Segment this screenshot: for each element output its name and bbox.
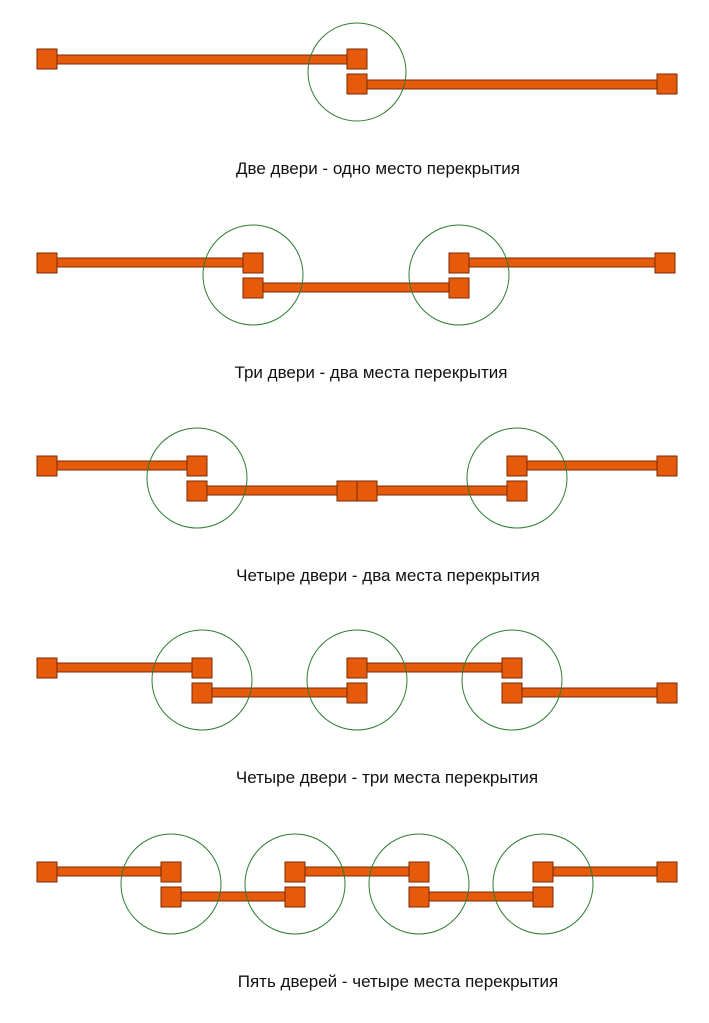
- overlap-circle: [466, 427, 568, 529]
- door-rail: [525, 460, 659, 471]
- door-end-left: [506, 455, 528, 477]
- door-rail: [365, 79, 659, 90]
- door-rail: [55, 460, 189, 471]
- door-end-left: [448, 252, 470, 274]
- door-rail: [210, 687, 349, 698]
- door-rail: [551, 866, 660, 877]
- overlap-circle: [146, 427, 248, 529]
- door-end-left: [186, 480, 208, 502]
- diagram-two-doors: Две двери - одно место перекрытия: [36, 22, 678, 178]
- door-rail: [261, 282, 451, 293]
- door-rail: [55, 866, 164, 877]
- door-end-left: [532, 861, 554, 883]
- door: [36, 252, 264, 274]
- door-rail: [427, 891, 536, 902]
- door: [36, 657, 213, 679]
- overlap-circle: [244, 833, 346, 935]
- door-end-left: [36, 657, 58, 679]
- overlap-circle: [120, 833, 222, 935]
- door-end-left: [191, 682, 213, 704]
- door-rail: [55, 257, 245, 268]
- door-end-right: [186, 455, 208, 477]
- door-end-right: [656, 73, 678, 95]
- door-end-left: [408, 886, 430, 908]
- door-end-right: [242, 252, 264, 274]
- door: [36, 861, 182, 883]
- overlap-circle: [307, 22, 407, 122]
- door-rail: [55, 54, 349, 65]
- door-end-left: [501, 682, 523, 704]
- door-rail: [303, 866, 412, 877]
- door: [501, 682, 678, 704]
- door-end-left: [160, 886, 182, 908]
- diagram-caption: Две двери - одно место перекрытия: [236, 159, 520, 178]
- door-end-right: [501, 657, 523, 679]
- door: [346, 657, 523, 679]
- door-end-right: [654, 252, 676, 274]
- diagram-caption: Четыре двери - два места перекрытия: [236, 566, 540, 585]
- door: [242, 277, 470, 299]
- overlap-circle: [461, 629, 563, 731]
- door-end-left: [36, 252, 58, 274]
- door-end-left: [284, 861, 306, 883]
- door: [506, 455, 678, 477]
- door-end-right: [346, 682, 368, 704]
- diagram-caption: Пять дверей - четыре места перекрытия: [238, 972, 559, 991]
- door: [408, 886, 554, 908]
- door: [160, 886, 306, 908]
- door-rail: [520, 687, 659, 698]
- door-end-right: [191, 657, 213, 679]
- door-end-right: [284, 886, 306, 908]
- door-end-right: [656, 861, 678, 883]
- door-rail: [365, 662, 504, 673]
- door-end-right: [656, 682, 678, 704]
- door-end-left: [242, 277, 264, 299]
- diagram-caption: Четыре двери - три места перекрытия: [236, 768, 538, 787]
- door-rail: [467, 257, 659, 268]
- door-end-right: [160, 861, 182, 883]
- door-end-left: [346, 657, 368, 679]
- door-rail: [375, 485, 509, 496]
- door-end-right: [656, 455, 678, 477]
- door-end-left: [356, 480, 378, 502]
- door: [191, 682, 368, 704]
- door-end-right: [448, 277, 470, 299]
- door: [36, 48, 368, 70]
- door: [356, 480, 528, 502]
- door: [346, 73, 678, 95]
- door-end-right: [506, 480, 528, 502]
- door-end-left: [36, 455, 58, 477]
- overlap-circle: [202, 224, 304, 326]
- door-rail: [205, 485, 339, 496]
- diagram-four-doors-two-overlaps: Четыре двери - два места перекрытия: [36, 427, 678, 585]
- diagram-four-doors-three-overlaps: Четыре двери - три места перекрытия: [36, 629, 678, 787]
- door: [448, 252, 676, 274]
- door-end-left: [36, 861, 58, 883]
- door-rail: [179, 891, 288, 902]
- door-end-right: [532, 886, 554, 908]
- door-end-right: [346, 48, 368, 70]
- overlap-circle: [151, 629, 253, 731]
- door: [36, 455, 208, 477]
- door-end-left: [346, 73, 368, 95]
- door: [186, 480, 358, 502]
- overlap-circle: [492, 833, 594, 935]
- door-end-left: [36, 48, 58, 70]
- diagram-five-doors: Пять дверей - четыре места перекрытия: [36, 833, 678, 991]
- door-end-right: [408, 861, 430, 883]
- overlap-circle: [408, 224, 510, 326]
- door: [532, 861, 678, 883]
- door-end-right: [336, 480, 358, 502]
- diagram-caption: Три двери - два места перекрытия: [235, 363, 508, 382]
- door-rail: [55, 662, 194, 673]
- overlap-circle: [368, 833, 470, 935]
- overlap-circle: [306, 629, 408, 731]
- diagram-three-doors: Три двери - два места перекрытия: [36, 224, 676, 382]
- door: [284, 861, 430, 883]
